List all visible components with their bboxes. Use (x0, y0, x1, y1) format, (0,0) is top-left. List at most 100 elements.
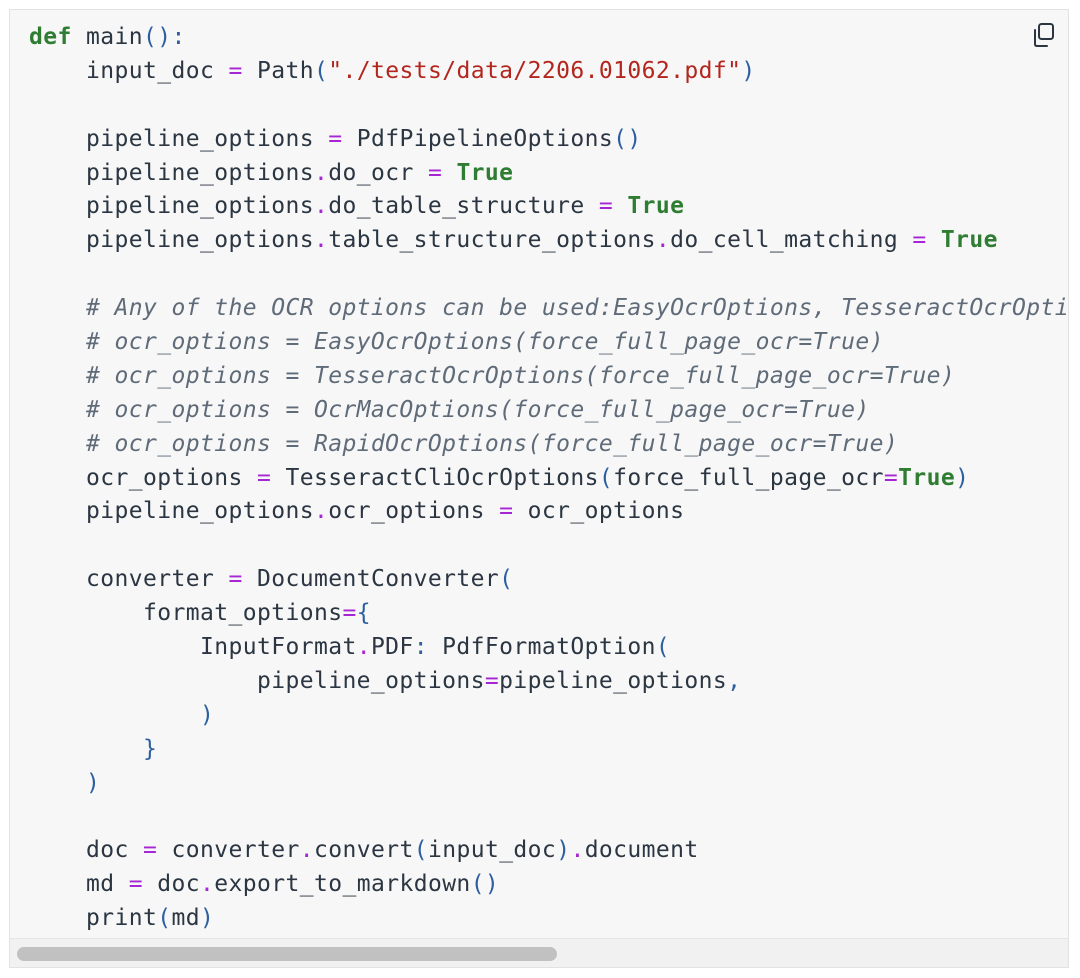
code-line: print(md) (29, 902, 1068, 936)
code-token (442, 160, 456, 186)
code-token: ( (413, 837, 428, 864)
code-token: DocumentConverter (242, 566, 500, 593)
code-line: doc = converter.convert(input_doc).docum… (29, 834, 1068, 868)
code-token: ) (199, 701, 215, 728)
code-token: # Any of the OCR options can be used:Eas… (29, 295, 1068, 322)
code-token: = (328, 125, 343, 152)
code-token: ) (741, 57, 756, 84)
code-line: pipeline_options.do_ocr = True (29, 157, 1068, 191)
code-token: . (313, 193, 329, 220)
code-token: pipeline_options (29, 159, 314, 186)
code-token: "./tests/data/2206.01062.pdf" (328, 57, 742, 84)
code-token: def (29, 24, 72, 50)
code-token: () (470, 871, 500, 898)
code-token: ocr_options (29, 464, 257, 491)
code-token: True (898, 464, 956, 491)
code-token: . (356, 634, 371, 661)
code-token: doc (142, 871, 200, 898)
code-token: pipeline_options (29, 667, 485, 694)
code-line: pipeline_options=pipeline_options, (29, 665, 1068, 699)
code-token: ocr_options (328, 498, 500, 525)
code-token: # ocr_options = TesseractOcrOptions(forc… (29, 362, 956, 389)
code-token: md (171, 905, 200, 932)
code-token: . (570, 837, 585, 864)
code-content: def main(): input_doc = Path("./tests/da… (10, 10, 1068, 936)
copy-button[interactable] (1026, 18, 1060, 52)
code-token: export_to_markdown (214, 871, 471, 898)
code-token: InputFormat (29, 634, 357, 661)
code-line: pipeline_options.do_table_structure = Tr… (29, 190, 1068, 224)
code-token: force_full_page_ocr (613, 464, 884, 491)
code-line: converter = DocumentConverter( (29, 563, 1068, 597)
code-token: = (256, 464, 272, 491)
code-scroll-area[interactable]: def main(): input_doc = Path("./tests/da… (10, 10, 1068, 939)
code-token: ( (499, 566, 514, 593)
code-token (29, 702, 200, 728)
code-token: = (912, 227, 927, 254)
code-token: format_options (29, 600, 343, 627)
code-line: ocr_options = TesseractCliOcrOptions(for… (29, 462, 1068, 496)
code-token: { (356, 600, 371, 627)
code-token (927, 227, 941, 253)
code-token: converter (157, 837, 300, 864)
code-line (29, 258, 1068, 292)
code-line: ) (29, 699, 1068, 733)
code-token (613, 193, 627, 219)
code-token: (): (143, 24, 186, 50)
code-token: pipeline_options (29, 193, 314, 220)
code-token: # ocr_options = EasyOcrOptions(force_ful… (29, 329, 884, 356)
code-token: = (142, 837, 158, 864)
code-token: converter (29, 566, 229, 593)
code-token: pipeline_options (29, 125, 329, 152)
code-line: # ocr_options = RapidOcrOptions(force_fu… (29, 428, 1068, 462)
code-token: ( (313, 57, 329, 84)
code-token: ( (157, 905, 172, 932)
code-token: = (427, 159, 443, 186)
code-token: ( (598, 464, 614, 491)
code-token: pipeline_options (29, 227, 314, 254)
code-token: do_table_structure (328, 193, 599, 220)
code-token: . (299, 837, 314, 864)
code-line: def main(): (29, 21, 1068, 55)
code-token: # ocr_options = RapidOcrOptions(force_fu… (29, 430, 899, 457)
code-token: do_ocr (328, 159, 428, 186)
code-line: format_options={ (29, 597, 1068, 631)
code-line: } (29, 733, 1068, 767)
code-token: PDF (370, 634, 414, 661)
code-token: . (313, 227, 329, 254)
code-token: = (598, 193, 614, 220)
code-line (29, 800, 1068, 834)
horizontal-scrollbar[interactable] (10, 938, 1068, 967)
code-token: = (228, 57, 243, 84)
code-token: main (71, 24, 143, 50)
code-line: md = doc.export_to_markdown() (29, 868, 1068, 902)
code-line: # Any of the OCR options can be used:Eas… (29, 292, 1068, 326)
code-token: print (29, 905, 158, 932)
code-token: . (313, 159, 329, 186)
code-token: , (727, 667, 742, 694)
code-token: pipeline_options (499, 667, 728, 694)
code-token: True (627, 193, 685, 220)
code-token: # ocr_options = OcrMacOptions(force_full… (29, 396, 870, 423)
code-line: input_doc = Path("./tests/data/2206.0106… (29, 55, 1068, 89)
code-token: ) (86, 769, 101, 796)
code-token: . (199, 871, 215, 898)
code-line: pipeline_options.table_structure_options… (29, 224, 1068, 258)
code-token: input_doc (29, 57, 229, 84)
code-token: . (313, 498, 329, 525)
code-token (29, 770, 86, 796)
code-token: () (613, 125, 642, 152)
code-token: TesseractCliOcrOptions (271, 464, 599, 491)
horizontal-scrollbar-thumb[interactable] (17, 947, 557, 961)
copy-icon (1034, 23, 1054, 47)
code-line (29, 89, 1068, 123)
code-line (29, 529, 1068, 563)
code-line: # ocr_options = EasyOcrOptions(force_ful… (29, 326, 1068, 360)
code-token: True (940, 227, 998, 254)
code-token: . (655, 227, 671, 254)
code-token: True (456, 159, 514, 186)
code-token: = (883, 464, 899, 491)
code-token: = (228, 566, 243, 593)
code-token: = (342, 600, 357, 627)
code-block[interactable]: def main(): input_doc = Path("./tests/da… (9, 9, 1069, 968)
